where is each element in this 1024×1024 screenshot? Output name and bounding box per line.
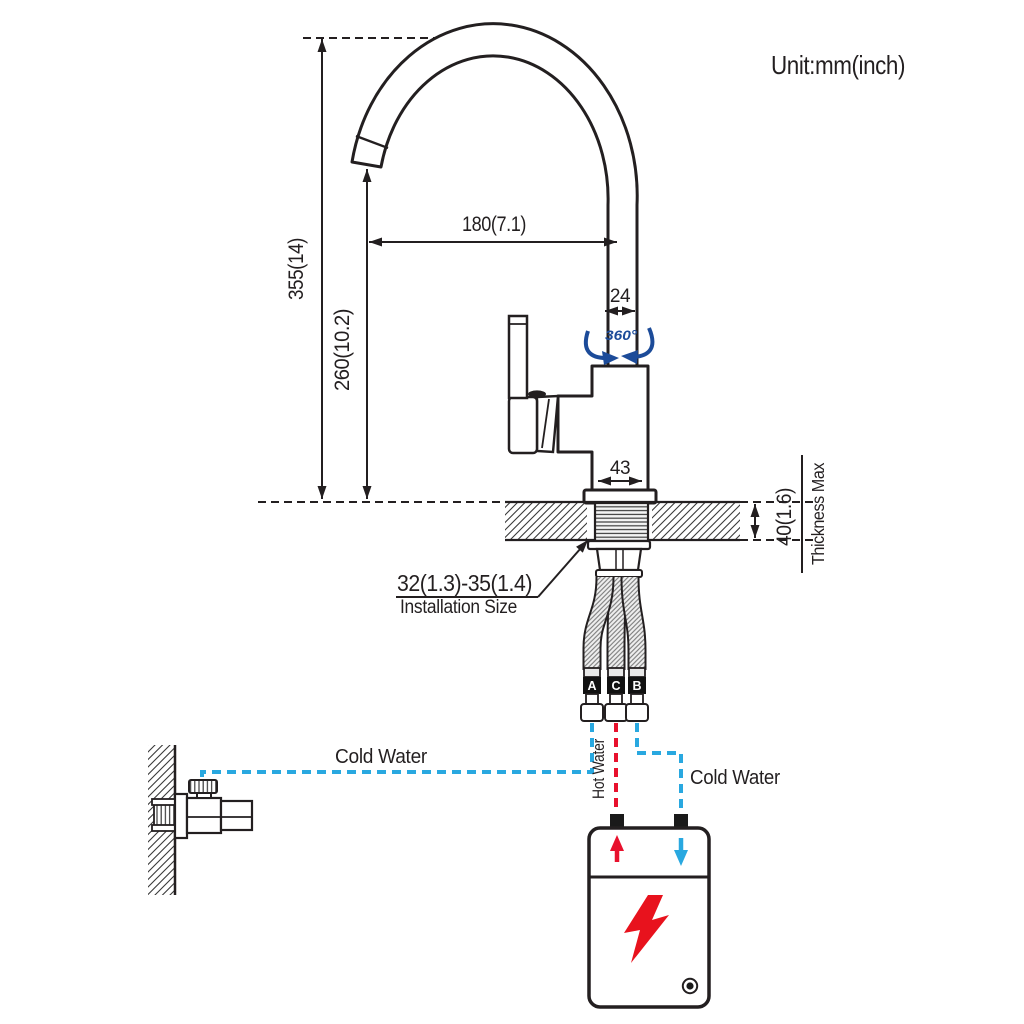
counter-hatch-right [652,503,740,539]
lightning-bolt-icon [624,895,669,963]
countertop-section [258,500,818,542]
installation-size-value: 32(1.3)-35(1.4) [397,570,532,596]
cold-water-line-left [200,723,594,779]
supply-hoses [582,576,647,670]
faucet-body [507,314,658,505]
installation-leader-arrow [537,539,589,598]
hose-tag-b: B [632,679,641,693]
dim-label-total-height: 355(14) [285,238,308,300]
shank-locknut-washer [586,539,652,551]
dim-label-deck-thickness: 40(1.6) [773,488,796,546]
cold-water-left-label: Cold Water [335,746,428,768]
water-heater [587,814,711,1009]
hot-flow-arrow-icon [610,835,624,862]
handle-lever [507,314,529,400]
thickness-max-label: Thickness Max [808,462,828,565]
cold-water-line-right [635,723,683,813]
valve-body [185,796,223,835]
handle-base [507,395,539,455]
counter-hatch-left [505,503,587,539]
angle-valve [151,779,254,840]
cold-flow-arrow-icon [674,838,688,866]
rotation-label: 360° [605,327,637,343]
hot-water-label: Hot Water [590,738,608,799]
dim-label-pipe-diameter: 24 [610,286,631,307]
valve-wall-threads [153,803,176,827]
hose-tag-a: A [587,679,596,693]
valve-wall-flange [173,792,189,840]
dim-label-outlet-height: 260(10.2) [331,309,354,391]
handle-pivot [528,390,546,398]
dim-label-base-width: 43 [610,458,630,479]
spout-aerator-band [355,134,389,150]
shank-flare [595,569,643,578]
cold-water-right-label: Cold Water [690,767,781,789]
heater-cold-inlet-nipple [674,814,688,828]
valve-knob [188,779,218,794]
installation-size-label: Installation Size [400,597,517,618]
dimension-lines [317,39,803,598]
rotation-arrows-icon [583,327,655,365]
handle-joint-line [541,398,550,449]
valve-outlet [219,799,254,832]
hose-tag-c: C [611,679,620,693]
threaded-shank [586,501,652,578]
hose-connector-b: B [625,667,649,722]
hose-connector-c: C [604,667,628,722]
hose-connector-a: A [580,667,604,722]
unit-label: Unit:mm(inch) [771,50,905,80]
dim-label-spout-reach: 180(7.1) [462,213,526,236]
shank-hex-nut [595,547,643,572]
heater-hot-inlet-nipple [610,814,624,828]
faucet-spout-outline [350,22,639,368]
